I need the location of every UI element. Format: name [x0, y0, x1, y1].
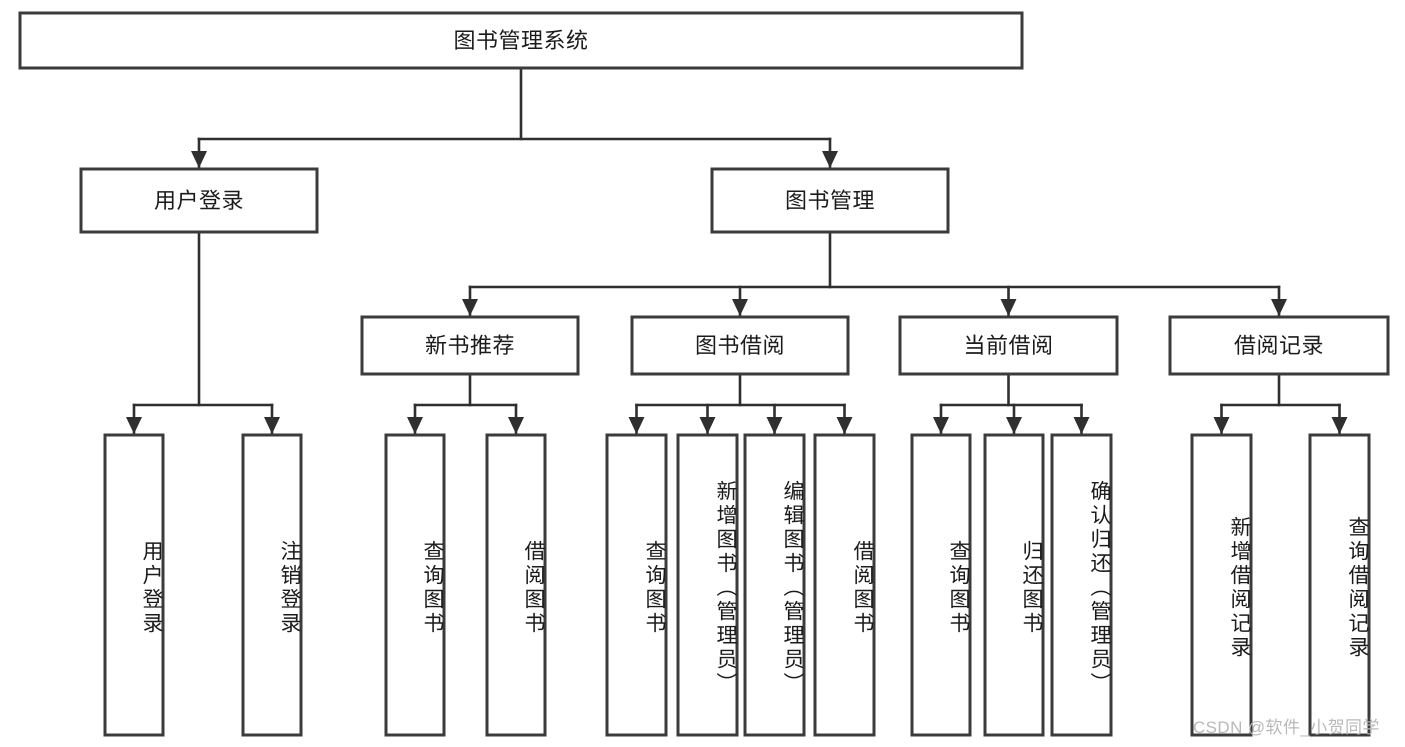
arrow-head-icon: [264, 417, 280, 434]
arrow-head-icon: [766, 417, 783, 434]
watermark-text: CSDN @软件_小贺同学: [1193, 718, 1380, 737]
node-box-layer: [18, 11, 1390, 737]
node-box-leaf-query-book-1[interactable]: [384, 433, 446, 737]
arrow-head-icon: [1271, 299, 1287, 316]
arrow-head-icon: [191, 151, 207, 168]
arrow-head-icon: [508, 417, 524, 434]
node-box-leaf-return-book[interactable]: [983, 433, 1045, 737]
node-box-current-borrow[interactable]: [898, 315, 1119, 376]
arrow-head-icon: [1000, 299, 1017, 316]
node-box-new-book-recommend[interactable]: [360, 315, 580, 376]
connector-layer: [126, 66, 1348, 435]
node-box-leaf-query-book-2[interactable]: [605, 433, 668, 737]
arrow-head-icon: [822, 151, 838, 168]
arrow-head-icon: [1073, 417, 1090, 434]
arrow-head-icon: [699, 417, 716, 434]
node-box-root[interactable]: [18, 11, 1024, 70]
arrow-head-icon: [628, 417, 645, 434]
node-box-leaf-query-record[interactable]: [1308, 433, 1371, 737]
node-box-borrow-record[interactable]: [1168, 315, 1390, 376]
arrow-head-icon: [1331, 417, 1348, 434]
arrow-head-icon: [933, 417, 949, 434]
node-box-leaf-query-book-3[interactable]: [910, 433, 972, 737]
node-box-book-borrow[interactable]: [630, 315, 850, 376]
arrow-head-icon: [126, 417, 142, 434]
node-box-leaf-borrow-book-2[interactable]: [813, 433, 876, 737]
arrow-head-icon: [1006, 417, 1022, 434]
arrow-head-icon: [732, 299, 748, 316]
node-box-book-manage[interactable]: [710, 167, 950, 234]
arrow-head-icon: [1213, 417, 1230, 434]
node-box-leaf-edit-book[interactable]: [743, 433, 806, 737]
node-box-leaf-add-book[interactable]: [676, 433, 739, 737]
arrow-head-icon: [462, 299, 478, 316]
arrow-head-icon: [407, 417, 423, 434]
node-box-leaf-add-record[interactable]: [1190, 433, 1253, 737]
node-box-leaf-borrow-book-1[interactable]: [485, 433, 547, 737]
arrow-head-icon: [836, 417, 853, 434]
node-box-leaf-confirm-return[interactable]: [1050, 433, 1113, 737]
node-box-leaf-user-logout[interactable]: [241, 433, 303, 737]
node-box-leaf-user-login[interactable]: [103, 433, 165, 737]
node-box-user-login[interactable]: [79, 167, 319, 234]
